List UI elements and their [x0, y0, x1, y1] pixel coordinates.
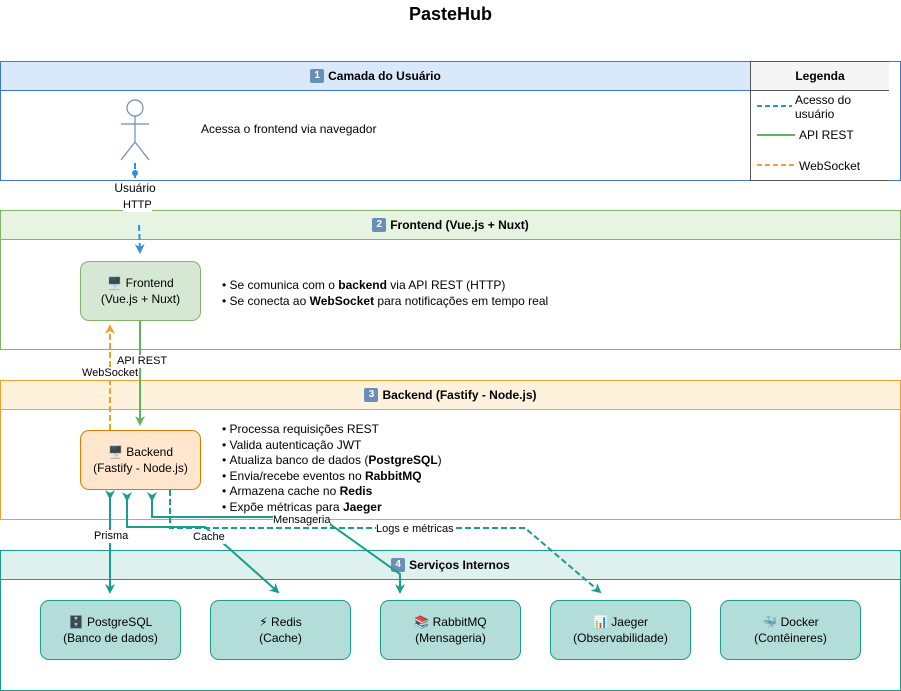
prisma-edge-label: Prisma [94, 530, 129, 543]
user-layer: 1 Camada do Usuário [0, 61, 751, 181]
rabbitmq-node[interactable]: 📚 RabbitMQ (Mensageria) [380, 600, 521, 660]
backend-node-line2: (Fastify - Node.js) [93, 461, 188, 475]
websocket-edge-label: WebSocket [82, 367, 139, 380]
jaeger-node-line2: (Observabilidade) [573, 631, 668, 645]
legend-websocket-label: WebSocket [799, 159, 861, 173]
backend-layer-title: Backend (Fastify - Node.js) [382, 388, 537, 402]
jaeger-node-line1: 📊 Jaeger [593, 615, 648, 629]
redis-node[interactable]: ⚡ Redis (Cache) [210, 600, 351, 660]
backend-note-item: Atualiza banco de dados (PostgreSQL) [222, 453, 442, 469]
frontend-layer-header: 2 Frontend (Vue.js + Nuxt) [1, 211, 900, 240]
docker-node-line1: 🐳 Docker [762, 615, 819, 629]
user-layer-title: Camada do Usuário [328, 69, 441, 83]
layer-number-badge: 3 [364, 388, 379, 402]
postgres-node-line1: 🗄️ PostgreSQL [68, 615, 153, 629]
books-icon: 📚 [414, 615, 430, 629]
postgres-node[interactable]: 🗄️ PostgreSQL (Banco de dados) [40, 600, 181, 660]
frontend-note-item: Se conecta ao WebSocket para notificaçõe… [222, 294, 549, 310]
mensageria-edge-label: Mensageria [273, 514, 331, 527]
file-cabinet-icon: 🗄️ [68, 615, 84, 629]
rabbitmq-node-line1: 📚 RabbitMQ [414, 615, 487, 629]
cache-edge-label: Cache [193, 531, 225, 544]
legend-rest-label: API REST [799, 128, 854, 142]
monitor-icon: 🖥️ [107, 276, 123, 290]
frontend-notes: Se comunica com o backend via API REST (… [222, 278, 549, 310]
http-edge-label: HTTP [123, 199, 152, 212]
layer-number-badge: 2 [372, 218, 387, 232]
frontend-node[interactable]: 🖥️ Frontend (Vue.js + Nuxt) [80, 261, 201, 321]
legend-title: Legenda [795, 69, 845, 83]
backend-node-line1: 🖥️ Backend [108, 445, 173, 459]
frontend-note-item: Se comunica com o backend via API REST (… [222, 278, 548, 294]
legend-access-label: Acesso do usuário [795, 93, 852, 121]
logs-edge [169, 490, 602, 594]
monitor-icon: 🖥️ [108, 445, 123, 459]
person-icon [120, 99, 150, 161]
diagram-title: PasteHub [408, 4, 493, 24]
docker-node[interactable]: 🐳 Docker (Contêineres) [720, 600, 861, 660]
api-rest-edge-label: API REST [117, 355, 168, 368]
backend-node[interactable]: 🖥️ Backend (Fastify - Node.js) [80, 430, 201, 490]
layer-number-badge: 1 [310, 69, 325, 83]
legend-panel: Legenda [750, 61, 890, 181]
frontend-node-line2: (Vue.js + Nuxt) [100, 292, 181, 306]
user-layer-note: Acessa o frontend via navegador [201, 122, 377, 136]
jaeger-node[interactable]: 📊 Jaeger (Observabilidade) [550, 600, 691, 660]
http-edge-start [132, 170, 138, 176]
backend-note-item: Valida autenticação JWT [222, 438, 442, 454]
rabbitmq-node-line2: (Mensageria) [415, 631, 486, 645]
whale-icon: 🐳 [762, 615, 778, 629]
postgres-node-line2: (Banco de dados) [63, 631, 158, 645]
user-layer-header: 1 Camada do Usuário [1, 62, 750, 91]
backend-layer-header: 3 Backend (Fastify - Node.js) [1, 381, 900, 410]
cache-edge [122, 492, 280, 594]
logs-edge-label: Logs e métricas [376, 523, 454, 536]
legend-header: Legenda [751, 62, 889, 91]
redis-node-line2: (Cache) [259, 631, 302, 645]
user-actor-label: Usuário [105, 181, 165, 195]
services-layer-title: Serviços Internos [409, 558, 510, 572]
bar-chart-icon: 📊 [593, 615, 608, 629]
backend-note-item: Processa requisições REST [222, 422, 442, 438]
redis-node-line1: ⚡ Redis [259, 615, 302, 629]
frontend-node-line1: 🖥️ Frontend [107, 276, 174, 290]
frontend-layer-title: Frontend (Vue.js + Nuxt) [390, 218, 529, 232]
docker-node-line2: (Contêineres) [754, 631, 827, 645]
backend-note-item: Envia/recebe eventos no RabbitMQ [222, 469, 442, 485]
lightning-icon: ⚡ [259, 615, 268, 629]
